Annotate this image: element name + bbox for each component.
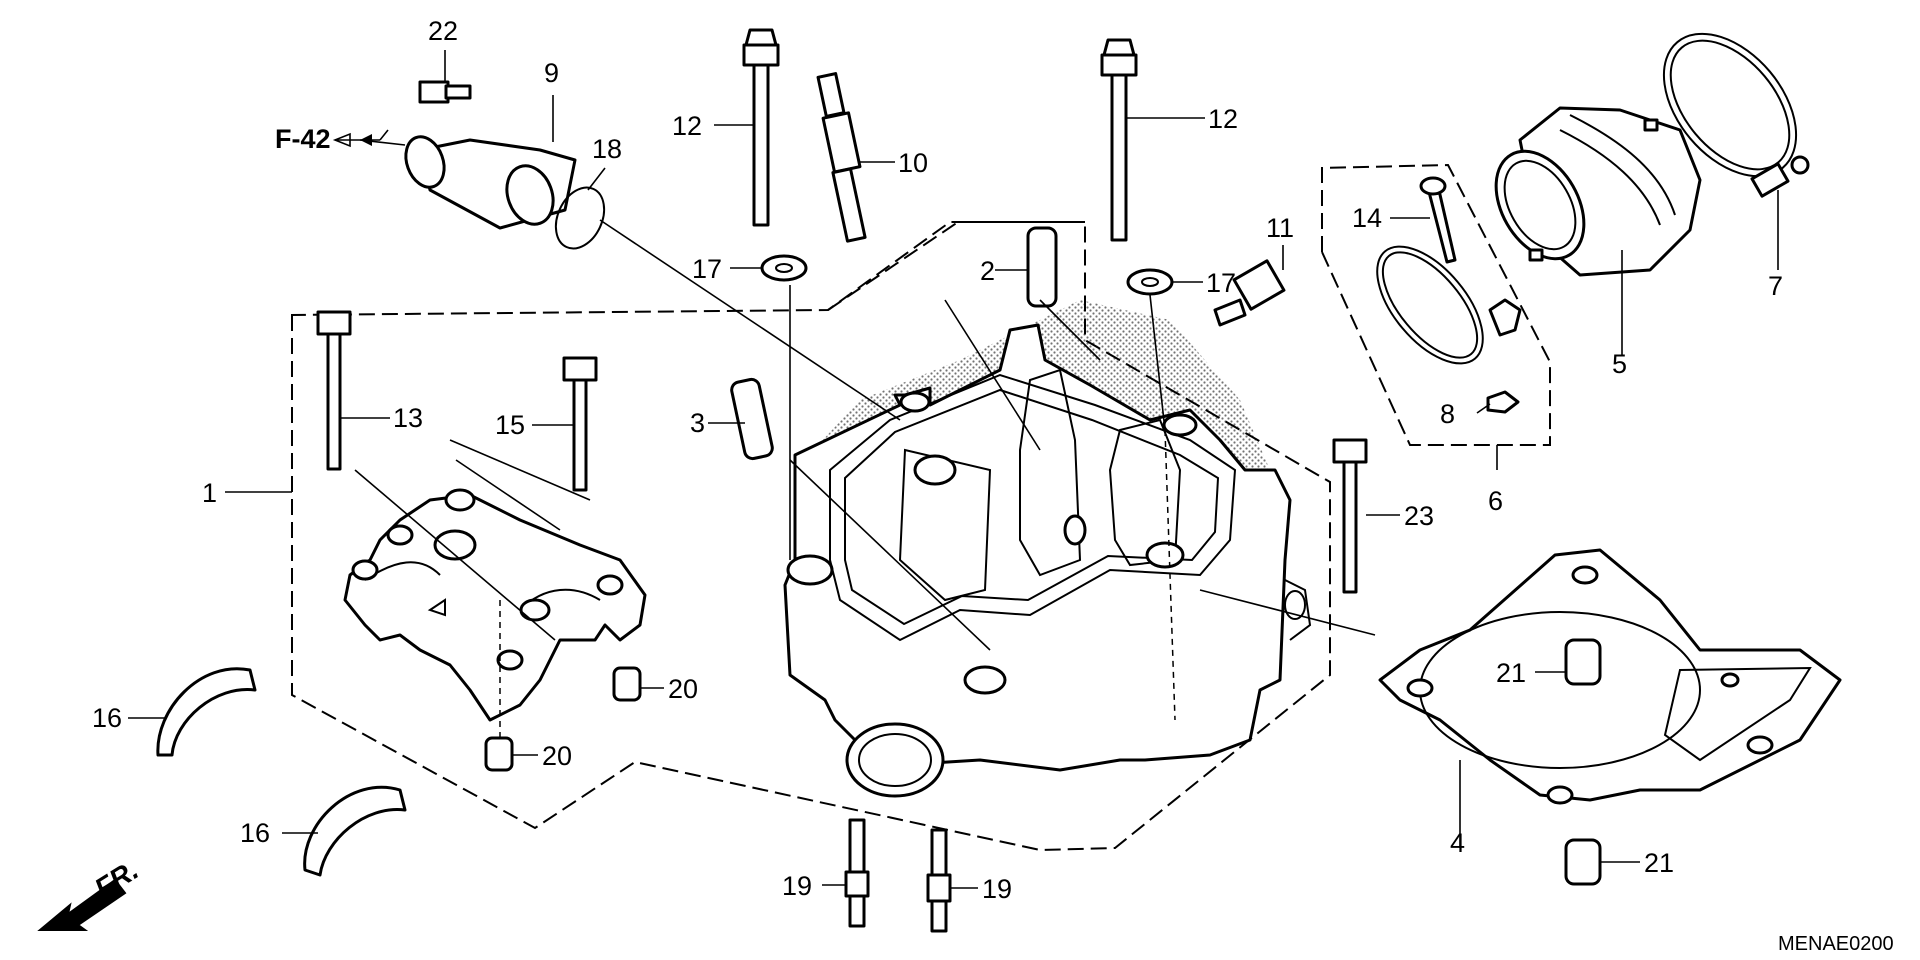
callout-16-lower: 16 bbox=[240, 818, 270, 848]
screw-14-head bbox=[1419, 176, 1447, 196]
callout-18: 18 bbox=[592, 134, 622, 164]
callout-2: 2 bbox=[980, 256, 995, 286]
bolt-23 bbox=[1332, 438, 1368, 594]
bolt-13 bbox=[316, 310, 352, 471]
screw-14 bbox=[1426, 184, 1457, 264]
callout-3: 3 bbox=[690, 408, 705, 438]
seal-16-lower bbox=[303, 785, 407, 877]
valve-guide-3 bbox=[730, 377, 774, 461]
clamp-band-7 bbox=[1662, 32, 1810, 198]
o-ring-18 bbox=[554, 186, 606, 250]
callout-17-right: 17 bbox=[1206, 268, 1236, 298]
cylinder-head bbox=[783, 323, 1312, 798]
camshaft-holder bbox=[343, 488, 647, 722]
bolt-12-left bbox=[742, 28, 780, 227]
bolt-15 bbox=[562, 356, 598, 492]
nut-8 bbox=[1486, 390, 1520, 414]
washer-17-right bbox=[1126, 268, 1174, 296]
water-outlet-joint bbox=[404, 135, 577, 230]
temperature-sensor bbox=[1213, 259, 1286, 327]
callout-20-right: 20 bbox=[668, 674, 698, 704]
callout-1: 1 bbox=[202, 478, 217, 508]
assembly-outline-top-cover bbox=[827, 221, 1085, 311]
seal-16-upper bbox=[156, 667, 257, 757]
leader-lines bbox=[128, 50, 1779, 889]
spark-plug bbox=[816, 72, 867, 243]
callout-6: 6 bbox=[1488, 486, 1503, 516]
diagram-reference-code: MENAE0200 bbox=[1778, 933, 1894, 955]
callout-14: 14 bbox=[1352, 203, 1382, 233]
callouts: 1 2 3 4 5 6 7 8 9 10 11 12 12 13 14 15 1… bbox=[89, 16, 1894, 955]
callout-10: 10 bbox=[898, 148, 928, 178]
callout-12-right: 12 bbox=[1208, 104, 1238, 134]
callout-9: 9 bbox=[544, 58, 559, 88]
callout-23: 23 bbox=[1404, 501, 1434, 531]
bolt-12-right bbox=[1100, 38, 1138, 242]
cross-reference-arrow bbox=[359, 134, 406, 146]
assembly-outline-cylinder-head bbox=[291, 221, 1331, 852]
valve-guide-2 bbox=[1026, 226, 1058, 308]
stud-19-left bbox=[844, 818, 870, 928]
callout-16-upper: 16 bbox=[92, 703, 122, 733]
dowel-20-bottom bbox=[484, 736, 514, 772]
callout-15: 15 bbox=[495, 410, 525, 440]
callout-12-left: 12 bbox=[672, 111, 702, 141]
callout-8: 8 bbox=[1440, 399, 1455, 429]
insulator bbox=[1494, 106, 1702, 277]
callout-7: 7 bbox=[1768, 271, 1783, 301]
callout-21-lower: 21 bbox=[1644, 848, 1674, 878]
callout-21-upper: 21 bbox=[1496, 658, 1526, 688]
callout-4: 4 bbox=[1450, 828, 1465, 858]
dowel-21-lower bbox=[1564, 838, 1602, 886]
callout-5: 5 bbox=[1612, 349, 1627, 379]
assembly-outline-clamp-kit bbox=[1321, 163, 1551, 446]
assembly-lines bbox=[332, 129, 1376, 738]
bolt-22 bbox=[418, 80, 472, 104]
callout-22: 22 bbox=[428, 16, 458, 46]
stud-19-right bbox=[926, 828, 952, 933]
callout-20-bottom: 20 bbox=[542, 741, 572, 771]
callout-11: 11 bbox=[1266, 213, 1294, 243]
cross-reference-label: F-42 bbox=[275, 124, 331, 154]
washer-17-right-hole bbox=[1141, 277, 1159, 287]
callout-19-right: 19 bbox=[982, 874, 1012, 904]
callout-17-left: 17 bbox=[692, 254, 722, 284]
front-direction-arrow bbox=[37, 878, 127, 931]
dowel-20-right bbox=[612, 666, 642, 702]
washer-17-left bbox=[760, 254, 808, 282]
dowel-21-upper bbox=[1564, 638, 1602, 686]
callout-19-left: 19 bbox=[782, 871, 812, 901]
callout-13: 13 bbox=[393, 403, 423, 433]
washer-17-left-hole bbox=[775, 263, 793, 273]
head-gasket bbox=[1378, 548, 1842, 805]
clamp-band-6 bbox=[1376, 245, 1522, 365]
